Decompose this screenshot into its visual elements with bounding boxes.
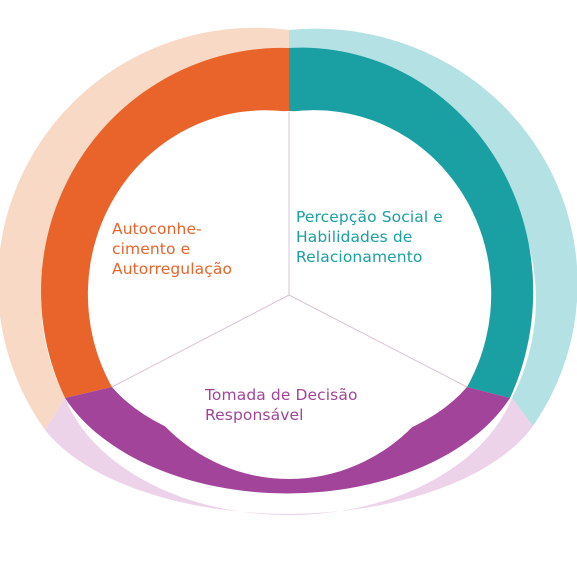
label-autoconhecimento: Autoconhe- cimento e Autorregulação bbox=[112, 220, 233, 278]
divider-right bbox=[288, 294, 468, 388]
label-decisao: Tomada de Decisão Responsável bbox=[205, 386, 358, 424]
ring-autoconhecimento bbox=[41, 47, 290, 398]
label-percepcao: Percepção Social e Habilidades de Relaci… bbox=[296, 208, 443, 266]
outer-ring-percepcao bbox=[289, 28, 577, 426]
ring-percepcao bbox=[289, 47, 534, 399]
ring-decisao bbox=[65, 387, 510, 494]
outer-ring-autoconhecimento bbox=[0, 27, 289, 430]
divider-left bbox=[111, 294, 290, 388]
